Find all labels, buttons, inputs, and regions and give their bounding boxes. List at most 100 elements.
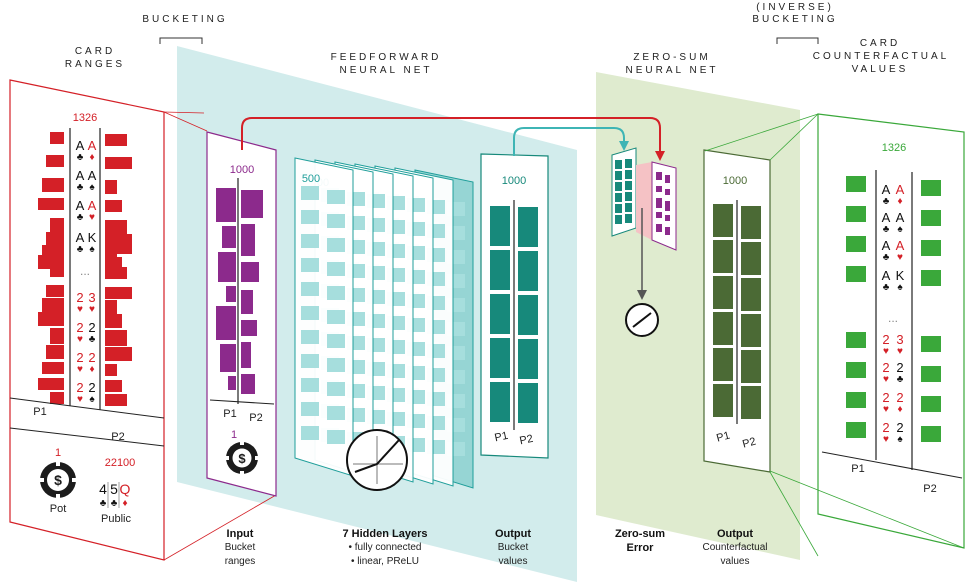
svg-text:A: A — [76, 198, 85, 213]
hidden-layer-1: 500 — [294, 157, 354, 477]
svg-text:2: 2 — [88, 320, 95, 335]
ffnn-label-2: NEURAL NET — [339, 65, 433, 76]
svg-text:♥: ♥ — [883, 404, 889, 415]
pot-value: 1 — [55, 447, 61, 459]
hand-8: 2♥2♠ — [76, 380, 95, 405]
svg-text:♠: ♠ — [89, 394, 95, 405]
card-ranges-count: 1326 — [73, 112, 97, 124]
svg-text:A: A — [896, 182, 905, 197]
svg-text:♥: ♥ — [897, 346, 903, 357]
range-bar-right — [105, 134, 127, 146]
svg-text:A: A — [76, 230, 85, 245]
hidden-count: 500 — [302, 173, 320, 185]
svg-text:2: 2 — [896, 390, 903, 405]
hand-2: A♣A♠ — [76, 168, 97, 193]
cf-output-count: 1000 — [723, 175, 747, 187]
zero-sum-error-icon — [625, 303, 659, 337]
counterfactual-cells — [713, 200, 761, 424]
range-bar-right — [105, 267, 127, 279]
cf-output-title: Output — [716, 528, 754, 540]
cf-cell — [741, 314, 761, 347]
cfv-count: 1326 — [882, 142, 906, 154]
range-bar-right — [105, 300, 117, 314]
output-p1: P1 — [494, 430, 510, 445]
ellipsis: ... — [888, 311, 898, 325]
zero-sum-title-2: Error — [626, 542, 654, 554]
svg-text:5: 5 — [110, 481, 118, 497]
svg-text:2: 2 — [76, 350, 83, 365]
svg-text:♣: ♣ — [100, 498, 107, 509]
svg-text:♣: ♣ — [77, 152, 84, 163]
svg-text:♣: ♣ — [77, 182, 84, 193]
svg-text:A: A — [88, 138, 97, 153]
cfv-p2: P2 — [923, 483, 936, 495]
svg-text:A: A — [76, 138, 85, 153]
cf-output-sub-1: Counterfactual — [702, 542, 768, 553]
svg-text:♠: ♠ — [89, 244, 95, 255]
card-ranges-p2: P2 — [111, 431, 124, 443]
input-bar-right — [241, 224, 255, 256]
input-bar-left — [228, 376, 236, 390]
hand-6: 2♥2♣ — [76, 320, 95, 345]
activation-icon — [346, 429, 408, 491]
cfv-block-left — [846, 176, 866, 192]
range-bar-left — [38, 198, 64, 210]
hidden-sub-1: • fully connected — [348, 542, 422, 553]
output-cell — [490, 206, 510, 246]
svg-text:♥: ♥ — [89, 304, 95, 315]
svg-text:2: 2 — [76, 290, 83, 305]
counterfactual-output-panel: 1000 P1 P2 — [703, 149, 771, 473]
svg-text:♣: ♣ — [883, 282, 890, 293]
cfv-block-left — [846, 422, 866, 438]
input-bar-right — [241, 190, 263, 218]
svg-text:♦: ♦ — [897, 404, 902, 415]
svg-text:♦: ♦ — [897, 196, 902, 207]
cf-cell — [741, 206, 761, 239]
svg-text:♣: ♣ — [77, 212, 84, 223]
cfv-block-left — [846, 332, 866, 348]
svg-text:♥: ♥ — [883, 346, 889, 357]
cfv-block-right — [921, 366, 941, 382]
svg-text:♥: ♥ — [897, 252, 903, 263]
cfv-value-blocks — [846, 170, 941, 470]
output-title: Output — [494, 528, 532, 540]
public-card-2: 5♣ — [107, 481, 118, 509]
svg-text:♦: ♦ — [89, 364, 94, 375]
hand-7: 2♥2♦ — [76, 350, 95, 375]
cf-cell — [713, 276, 733, 309]
svg-text:♠: ♠ — [897, 224, 903, 235]
input-bucket-bars — [216, 188, 263, 394]
public-cards: 4♣5♣Q♦ — [99, 481, 130, 509]
svg-text:♥: ♥ — [883, 374, 889, 385]
range-bar-left — [46, 155, 64, 167]
range-bar-right — [105, 394, 127, 406]
output-count: 1000 — [502, 175, 526, 187]
hidden-title: 7 Hidden Layers — [342, 528, 428, 540]
cf-cell — [741, 350, 761, 383]
cf-output-sub-2: values — [720, 556, 750, 567]
svg-text:2: 2 — [896, 360, 903, 375]
svg-text:A: A — [882, 268, 891, 283]
cfv-label-1: CARD — [859, 38, 901, 49]
hand-6: 2♥2♣ — [882, 360, 903, 385]
svg-text:A: A — [882, 210, 891, 225]
output-sub-2: values — [498, 556, 528, 567]
cf-cell — [713, 312, 733, 345]
svg-text:2: 2 — [76, 320, 83, 335]
zero-sum-link — [636, 162, 652, 240]
hidden-layers-stack: 0000000000500 — [294, 157, 474, 489]
svg-text:♦: ♦ — [122, 498, 127, 509]
cf-output-p1: P1 — [715, 430, 731, 445]
output-panel: 1000 P1 P2 — [480, 153, 549, 459]
svg-text:♥: ♥ — [77, 334, 83, 345]
hand-4: A♣K♠ — [882, 268, 905, 293]
cf-cell — [741, 278, 761, 311]
svg-text:K: K — [896, 268, 905, 283]
hand-5: 2♥3♥ — [76, 290, 95, 315]
range-bar-left — [50, 265, 64, 277]
range-bar-right — [105, 380, 122, 392]
bucketing-bracket — [159, 37, 203, 44]
cfv-block-left — [846, 266, 866, 282]
output-cell — [518, 251, 538, 291]
